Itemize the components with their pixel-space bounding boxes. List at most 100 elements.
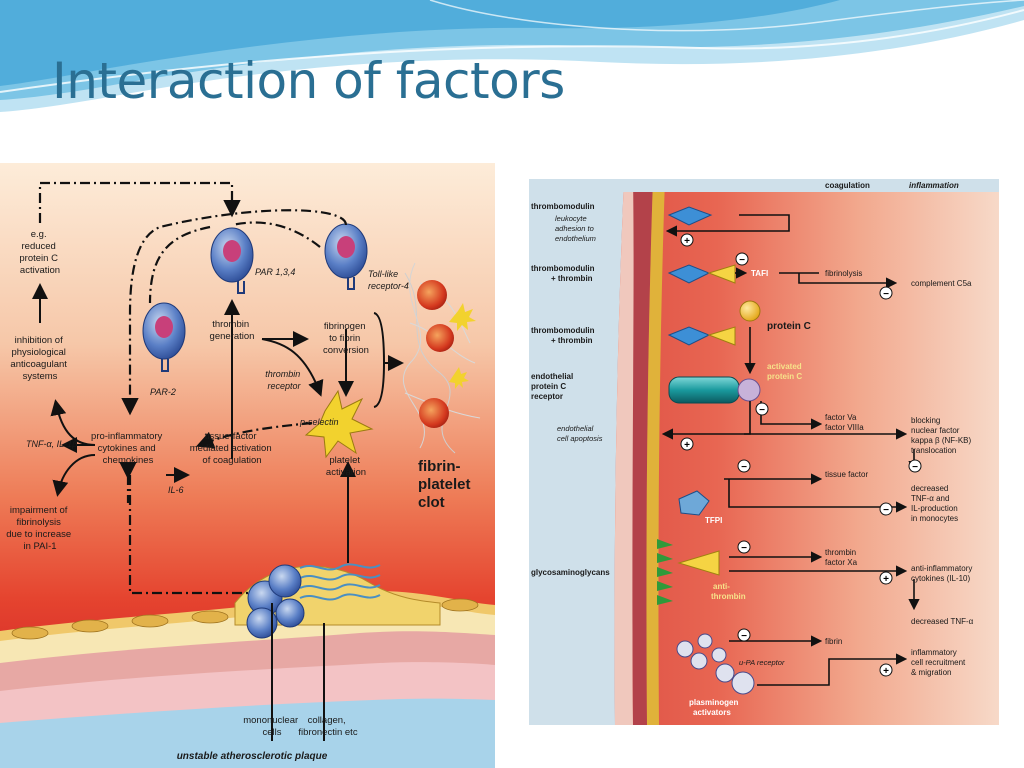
tnf-il1-label: TNF-α, IL-1β [26, 439, 77, 449]
svg-text:+: + [684, 236, 690, 247]
svg-text:impairment of fibrin: impairment of fibrinolysis due to increa… [6, 505, 74, 552]
plasminogen-label-1: activators [693, 708, 731, 717]
reduced-protein-c-label-2: protein C [19, 253, 58, 264]
mononuclear-cells-label-1: cells [262, 727, 281, 738]
fibrinogen-label-0: fibrinogen [324, 321, 366, 332]
platelet-activation-label-0: platelet [329, 455, 360, 466]
svg-text:factor Va factor VII: factor Va factor VIIIa [825, 413, 864, 432]
inhibition-label-0: inhibition of [15, 335, 63, 346]
toll-like-receptor-cell-icon [324, 223, 368, 290]
decreased-tnf-label-1: TNF-α and [911, 494, 949, 503]
thrombin-generation-label-1: generation [210, 331, 255, 342]
svg-text:inflammatory cell re: inflammatory cell recruitment & migratio… [911, 648, 967, 677]
inhibition-label-1: physiological [11, 347, 65, 358]
left-diagram-labels: e.g. reduced protein C activation inhibi… [6, 229, 475, 762]
toll-like-label-0: Toll-like [368, 269, 398, 279]
svg-text:endothelial protein: endothelial protein C receptor [531, 372, 575, 401]
svg-text:blocking nuclear fac: blocking nuclear factor kappa β (NF-KB) … [911, 416, 973, 455]
svg-text:anti-inflammatory cy: anti-inflammatory cytokines (IL-10) [911, 564, 975, 583]
svg-text:thrombin factor Xa: thrombin factor Xa [825, 548, 858, 567]
plasminogen-activators-icon [676, 633, 755, 695]
inhibition-label-3: systems [23, 371, 58, 382]
leukocyte-label-1: adhesion to [555, 224, 594, 233]
upa-receptor-label: u-PA receptor [739, 658, 785, 667]
thrombin-receptor-label-1: receptor [267, 381, 301, 391]
decreased-tnf-label-0: decreased [911, 484, 948, 493]
apoptosis-label-0: endothelial [557, 424, 594, 433]
svg-text:fibrin- platelet: fibrin- platelet clot [418, 458, 475, 511]
cytokines-label-0: pro-inflammatory [91, 431, 163, 442]
il-6-label: IL-6 [168, 485, 184, 495]
reduced-protein-c-label-1: reduced [22, 241, 56, 252]
tm-thrombin-2-label-1: + thrombin [551, 336, 593, 345]
svg-text:−: − [739, 255, 745, 266]
activated-pc-label-0: activated [767, 362, 802, 371]
reduced-protein-c-label-3: activation [20, 265, 60, 276]
tm-thrombin-2-label-0: thrombomodulin [531, 326, 595, 335]
svg-text:endothelial cell apo: endothelial cell apoptosis [557, 424, 603, 443]
svg-text:−: − [883, 289, 889, 300]
recruitment-label-2: & migration [911, 668, 951, 677]
tfpi-icon [678, 490, 710, 516]
svg-text:e.g. reduced: e.g. reduced protein C activation [19, 229, 60, 276]
fibrinogen-label-1: to fibrin [329, 333, 360, 344]
svg-text:collagen, fibronecti: collagen, fibronectin etc [298, 715, 357, 738]
anti-inflammatory-label-1: cytokines (IL-10) [911, 574, 970, 583]
svg-text:fibrinogen to fibrin: fibrinogen to fibrin conversion [323, 321, 369, 356]
collagen-label-1: fibronectin etc [298, 727, 357, 738]
svg-text:+: + [883, 574, 889, 585]
antithrombin-label-0: anti- [713, 582, 730, 591]
glycosaminoglycans-label: glycosaminoglycans [531, 568, 610, 577]
svg-text:activated protein C: activated protein C [767, 362, 804, 381]
coagulation-header: coagulation [825, 181, 870, 190]
factor-va-label-1: factor VIIIa [825, 423, 864, 432]
thrombomodulin-thrombin-icon-1 [667, 264, 736, 284]
fibrin-label: fibrin [825, 637, 842, 646]
platelet-icon [304, 389, 374, 459]
reduced-protein-c-label-0: e.g. [31, 229, 47, 240]
thrombomodulin-thrombin-icon-2 [667, 326, 736, 346]
par-2-label: PAR-2 [150, 387, 176, 397]
protein-c-label: protein C [767, 321, 811, 332]
activated-pc-label-1: protein C [767, 372, 802, 381]
thrombin-generation-label-0: thrombin [212, 319, 249, 330]
inflammation-header: inflammation [909, 181, 959, 190]
impairment-label-2: due to increase [6, 529, 71, 540]
p-selectin-label: p-selectin [299, 417, 339, 427]
fibrin-platelet-clot-label-1: platelet [418, 476, 471, 493]
svg-text:leukocyte adhesion t: leukocyte adhesion to endothelium [555, 214, 596, 243]
par-1-3-4-label: PAR 1,3,4 [255, 267, 295, 277]
fibrin-platelet-clot-label-2: clot [418, 494, 445, 511]
mononuclear-cells-label-0: mononuclear [243, 715, 298, 726]
tissue-factor-label-2: of coagulation [202, 455, 261, 466]
endothelial-protein-c-receptor-icon [668, 376, 761, 404]
thrombin-xa-label-1: factor Xa [825, 558, 858, 567]
impairment-label-3: in PAI-1 [23, 541, 56, 552]
leukocyte-label-2: endothelium [555, 234, 596, 243]
impairment-label-0: impairment of [10, 505, 68, 516]
blocking-nfkb-label-3: translocation [911, 446, 956, 455]
plaque-caption: unstable atherosclerotic plaque [177, 751, 328, 762]
decreased-tnf2-label: decreased TNF-α [911, 617, 974, 626]
thrombin-xa-label-0: thrombin [825, 548, 856, 557]
svg-text:−: − [883, 505, 889, 516]
svg-text:pro-inflammatory cyt: pro-inflammatory cytokines and chemokine… [91, 431, 165, 466]
tm-thrombin-1-label-1: + thrombin [551, 274, 593, 283]
slide-title: Interaction of factors [52, 52, 565, 110]
antithrombin-label-1: thrombin [711, 592, 746, 601]
collagen-label-0: collagen, [308, 715, 346, 726]
tissue-factor-label: tissue factor [825, 470, 868, 479]
anti-inflammatory-label-0: anti-inflammatory [911, 564, 972, 573]
svg-text:thrombin generation: thrombin generation [210, 319, 255, 342]
svg-text:−: − [741, 543, 747, 554]
glycosaminoglycans-icon [657, 539, 673, 605]
impairment-label-1: fibrinolysis [17, 517, 62, 528]
toll-like-label-1: receptor-4 [368, 281, 409, 291]
svg-text:platelet activation: platelet activation [326, 455, 366, 478]
svg-text:plasminogen activato: plasminogen activators [689, 698, 741, 717]
tfpi-label: TFPI [705, 516, 722, 525]
thrombomodulin-label: thrombomodulin [531, 202, 595, 211]
atherosclerotic-plaque-diagram: e.g. reduced protein C activation inhibi… [0, 163, 495, 768]
blocking-nfkb-label-1: nuclear factor [911, 426, 960, 435]
